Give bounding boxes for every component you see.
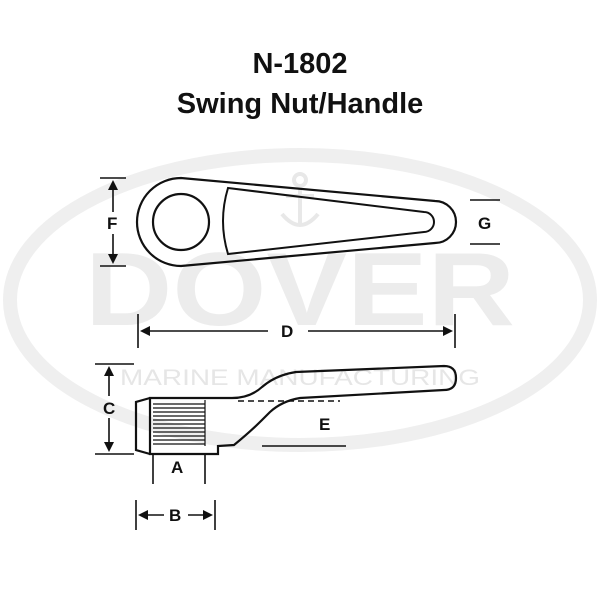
- nut-flange: [134, 396, 151, 456]
- dimension-e: [238, 400, 346, 447]
- dimension-c: [95, 363, 134, 455]
- dimension-label-d: D: [281, 322, 293, 341]
- dimension-b: [135, 500, 216, 530]
- part-name-title: Swing Nut/Handle: [176, 88, 424, 120]
- watermark-ellipse: [3, 148, 597, 452]
- dimension-label-g: G: [478, 214, 491, 233]
- dimension-label-c: C: [103, 399, 115, 418]
- dimension-label-f: F: [107, 214, 117, 233]
- anchor-icon: [280, 172, 320, 227]
- thread-lines: [153, 400, 206, 446]
- dimension-a: [152, 454, 206, 484]
- dimension-d: [137, 314, 456, 348]
- handle-side-view: [134, 364, 458, 456]
- dimension-label-a: A: [171, 458, 183, 477]
- dimension-f: [100, 177, 126, 267]
- handle-slot: [222, 186, 435, 256]
- dimension-g: [470, 199, 500, 245]
- nut-bore: [151, 192, 211, 252]
- dimension-label-b: B: [169, 506, 181, 525]
- dimension-label-e: E: [319, 415, 330, 434]
- watermark-tagline: MARINE MANUFACTURING: [120, 365, 480, 390]
- handle-top-view: [135, 176, 458, 268]
- handle-outline: [135, 176, 458, 268]
- side-profile: [148, 364, 458, 456]
- part-number-title: N-1802: [252, 48, 348, 80]
